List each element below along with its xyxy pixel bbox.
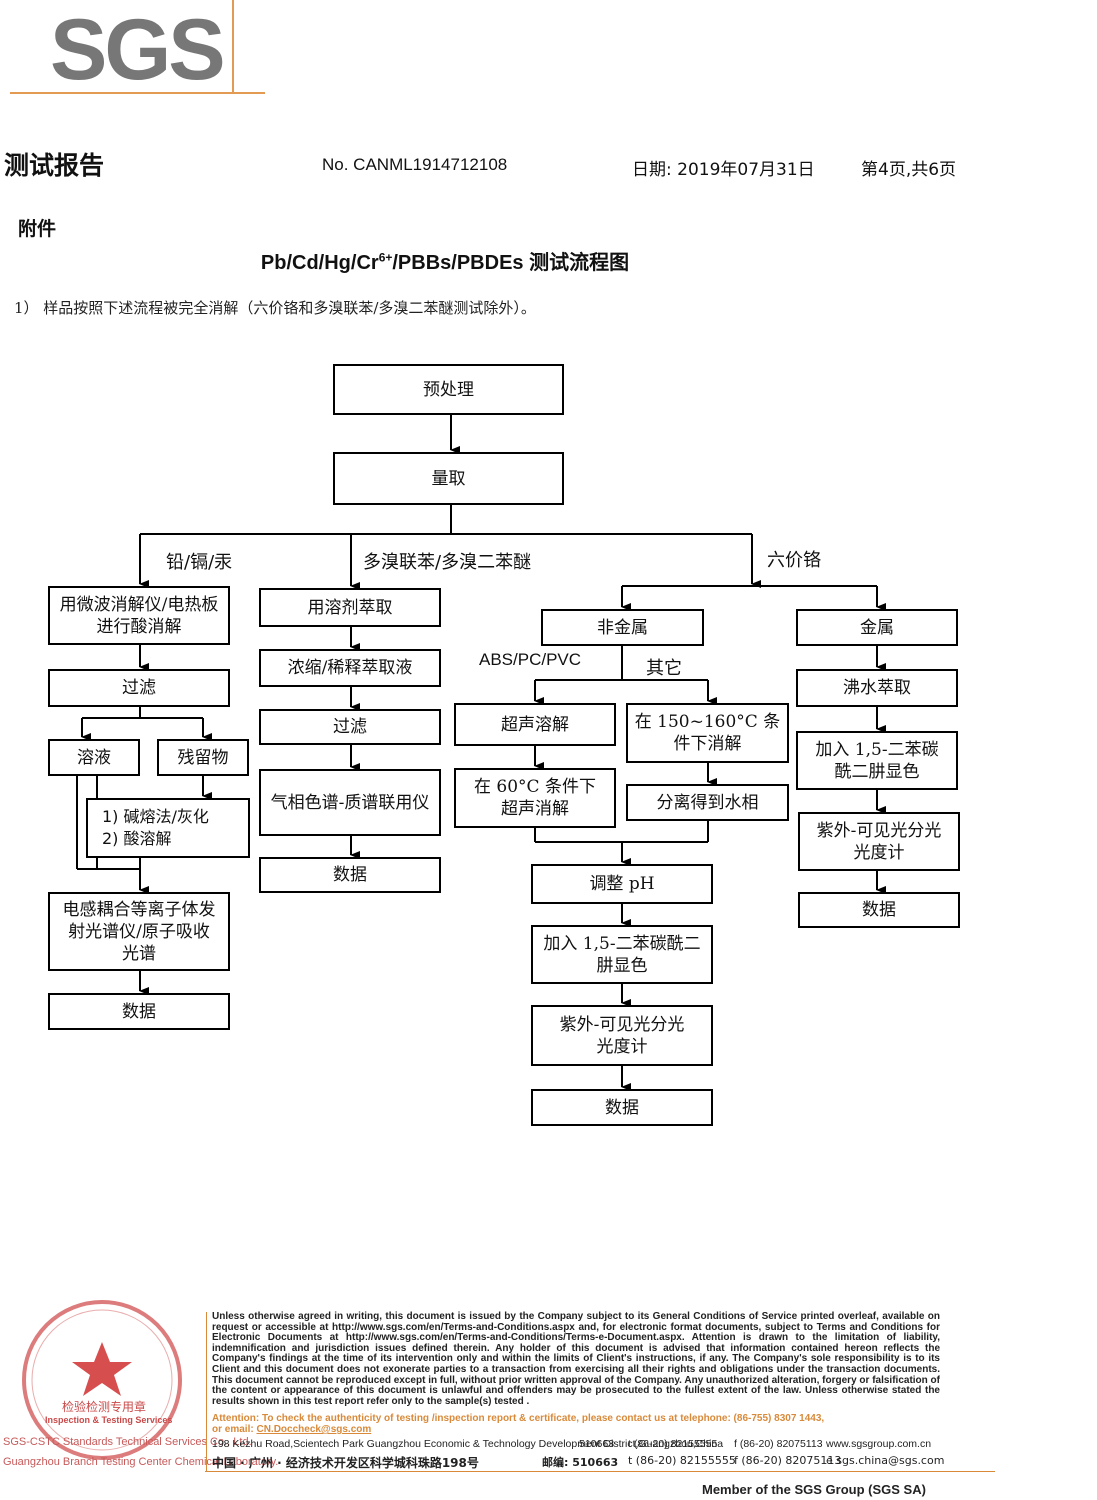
company-seal: 检验检测专用章 Inspection & Testing Services xyxy=(12,1300,192,1480)
legal-disclaimer: Unless otherwise agreed in writing, this… xyxy=(212,1311,940,1407)
sgs-member-line: Member of the SGS Group (SGS SA) xyxy=(702,1482,926,1497)
label-branch-pbb: 多溴联苯/多溴二苯醚 xyxy=(363,552,532,573)
fax-cn: f (86-20) 82075113 xyxy=(734,1454,842,1467)
box-col3-uvvis: 紫外-可见光分光光度计 xyxy=(531,1005,713,1066)
box-acid-digestion: 用微波消解仪/电热板进行酸消解 xyxy=(48,586,230,645)
address-en: 198 Kezhu Road,Scientech Park Guangzhou … xyxy=(212,1438,724,1450)
postcode-en: 510663 xyxy=(579,1438,615,1450)
box-residue: 残留物 xyxy=(157,739,249,776)
box-col4-reagent: 加入 1,5-二苯碳酰二肼显色 xyxy=(796,731,958,790)
box-col4-data: 数据 xyxy=(798,892,960,928)
email-link[interactable]: e sgs.china@sgs.com xyxy=(826,1454,945,1467)
box-digest-150: 在 150~160°C 条件下消解 xyxy=(626,703,789,763)
chart-title-suffix: /PBBs/PBDEs 测试流程图 xyxy=(392,252,630,274)
box-col2-data: 数据 xyxy=(259,857,441,893)
report-date: 日期: 2019年07月31日 xyxy=(632,160,815,180)
box-residue-treatment: 1) 碱熔法/灰化 2) 酸溶解 xyxy=(86,798,250,858)
residue-treat-step-1: 1) 碱熔法/灰化 xyxy=(102,807,209,826)
logo-text: SGS xyxy=(50,2,226,98)
box-icp: 电感耦合等离子体发射光谱仪/原子吸收光谱 xyxy=(48,892,230,971)
box-col1-data: 数据 xyxy=(48,993,230,1030)
page-indicator: 第4页,共6页 xyxy=(861,160,957,180)
box-nonmetal: 非金属 xyxy=(541,609,704,646)
box-solvent-extract: 用溶剂萃取 xyxy=(259,588,441,627)
chart-title-prefix: Pb/Cd/Hg/Cr xyxy=(260,252,379,274)
box-col3-data: 数据 xyxy=(531,1089,713,1126)
doccheck-email-link[interactable]: CN.Doccheck@sgs.com xyxy=(256,1424,372,1435)
logo-rule-vertical xyxy=(232,0,234,92)
label-branch-cr: 六价铬 xyxy=(767,550,821,571)
annex-heading: 附件 xyxy=(18,218,57,240)
address-cn: 中国 · 广州 · 经济技术开发区科学城科珠路198号 xyxy=(212,1456,479,1470)
box-ultrasonic-60: 在 60°C 条件下超声消解 xyxy=(454,768,616,828)
box-col3-reagent: 加入 1,5-二苯碳酰二肼显色 xyxy=(531,925,713,984)
web-link[interactable]: www.sgsgroup.com.cn xyxy=(826,1438,932,1450)
report-number: No. CANML1914712108 xyxy=(322,155,508,174)
email-prefix: or email: xyxy=(212,1424,257,1435)
authenticity-notice: Attention: To check the authenticity of … xyxy=(212,1413,942,1435)
box-col2-filter: 过滤 xyxy=(259,709,441,745)
box-boil-extract: 沸水萃取 xyxy=(796,669,958,707)
tel-cn: t (86-20) 82155555 xyxy=(628,1454,736,1467)
authenticity-email-line: or email: CN.Doccheck@sgs.com xyxy=(212,1424,942,1435)
box-metal: 金属 xyxy=(796,609,958,646)
seal-text-en: Inspection & Testing Services xyxy=(45,1415,173,1425)
label-other: 其它 xyxy=(646,658,682,679)
box-adjust-ph: 调整 pH xyxy=(531,864,713,904)
seal-graphic xyxy=(22,1300,182,1460)
footer-branch-name: Guangzhou Branch Testing Center Chemical… xyxy=(3,1456,279,1468)
authenticity-text: Attention: To check the authenticity of … xyxy=(212,1413,825,1424)
report-title: 测试报告 xyxy=(4,151,105,180)
box-pretreat: 预处理 xyxy=(333,364,564,415)
box-ultrasonic: 超声溶解 xyxy=(454,703,616,746)
footer-divider-vertical xyxy=(206,1312,207,1472)
tel-en: t (86-20) 82155555 xyxy=(628,1438,718,1450)
box-separate: 分离得到水相 xyxy=(626,784,789,821)
box-solution: 溶液 xyxy=(48,739,140,776)
box-measure: 量取 xyxy=(333,452,564,505)
box-concentrate: 浓缩/稀释萃取液 xyxy=(259,649,441,687)
label-abs-pc-pvc: ABS/PC/PVC xyxy=(479,650,582,669)
box-col4-uvvis: 紫外-可见光分光光度计 xyxy=(798,812,960,871)
label-branch-metals: 铅/镉/汞 xyxy=(166,552,233,573)
footer-divider xyxy=(205,1471,995,1472)
postcode-cn: 邮编: 510663 xyxy=(542,1456,619,1469)
box-gcms: 气相色谱-质谱联用仪 xyxy=(259,769,441,836)
chart-title-sup: 6+ xyxy=(378,250,393,265)
seal-text: 检验检测专用章 xyxy=(62,1400,147,1414)
fax-en: f (86-20) 82075113 xyxy=(734,1438,823,1450)
sgs-logo: SGS xyxy=(10,0,265,98)
box-col1-filter: 过滤 xyxy=(48,669,230,707)
digestion-note: 1） 样品按照下述流程被完全消解（六价铬和多溴联苯/多溴二苯醚测试除外）。 xyxy=(14,299,536,317)
residue-treat-step-2: 2) 酸溶解 xyxy=(102,829,172,848)
footer-company-name: SGS-CSTC Standards Technical Services Co… xyxy=(3,1436,252,1448)
logo-rule-horizontal xyxy=(10,92,265,94)
flowchart-title: Pb/Cd/Hg/Cr6+/PBBs/PBDEs 测试流程图 xyxy=(0,246,890,275)
